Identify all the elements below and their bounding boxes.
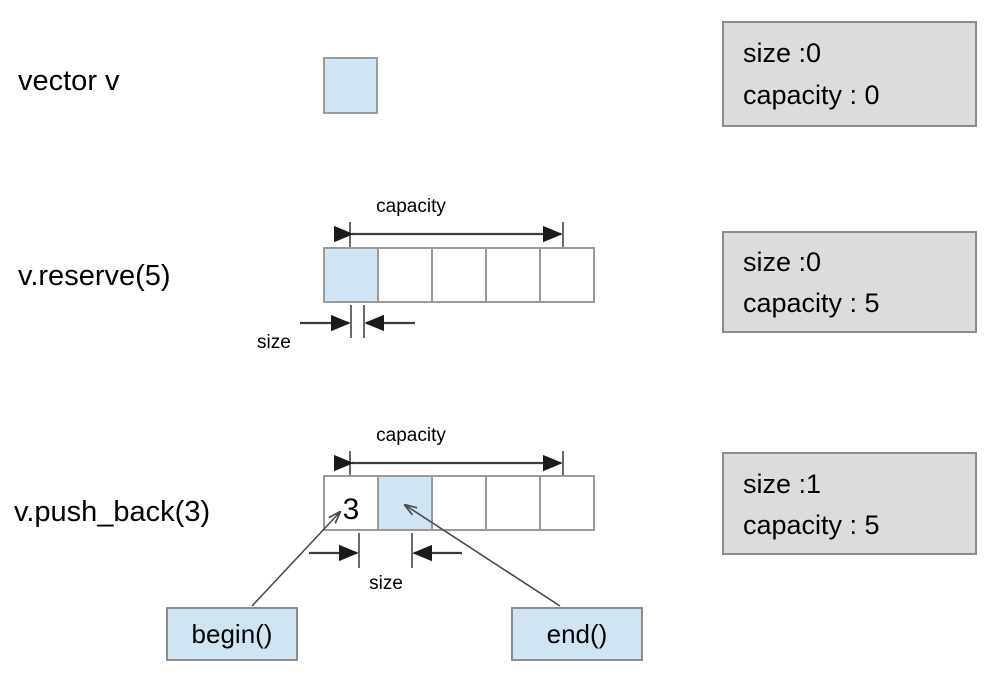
- iterator-leaders: [251, 505, 561, 607]
- info-size-line: size :0: [743, 38, 821, 68]
- size-dimension-row-3: size: [309, 533, 462, 594]
- begin-node[interactable]: begin(): [166, 607, 298, 661]
- begin-node-box[interactable]: [166, 607, 298, 661]
- cell-2: [431, 475, 487, 531]
- capacity-label: capacity: [376, 425, 446, 446]
- begin-leader-line: [251, 512, 340, 607]
- cell-0-value: 3: [343, 493, 360, 526]
- info-size-line: size :1: [743, 469, 821, 499]
- size-dimension-row-2: size: [257, 305, 415, 353]
- info-size-line: size :0: [743, 247, 821, 277]
- cell-1: [377, 475, 433, 531]
- cell-4: [539, 247, 595, 303]
- row-vector-v: vector v size :0 capacity : 0: [18, 21, 977, 127]
- info-box-row-2: size :0 capacity : 5: [722, 231, 977, 333]
- cell-0: [323, 57, 378, 114]
- row-label-vector-v: vector v: [18, 65, 120, 97]
- row-reserve: v.reserve(5) capacity: [18, 196, 977, 353]
- cell-2: [431, 247, 487, 303]
- info-box-background: [722, 231, 977, 333]
- cell-3: [485, 475, 541, 531]
- row-push-back: v.push_back(3) capacity 3: [14, 425, 977, 661]
- info-box-background: [722, 21, 977, 127]
- info-box-row-3: size :1 capacity : 5: [722, 452, 977, 555]
- info-capacity-line: capacity : 5: [743, 288, 880, 318]
- size-label: size: [369, 573, 403, 594]
- info-capacity-line: capacity : 0: [743, 80, 880, 110]
- end-node[interactable]: end(): [511, 607, 643, 661]
- cell-grid-row-3: 3: [323, 475, 595, 531]
- capacity-dimension-row-2: capacity: [333, 196, 564, 250]
- begin-node-label: begin(): [192, 619, 273, 649]
- cell-3: [485, 247, 541, 303]
- info-box-row-1: size :0 capacity : 0: [722, 21, 977, 127]
- cell-grid-row-1: [323, 57, 378, 114]
- capacity-label: capacity: [376, 196, 446, 217]
- end-node-label: end(): [547, 619, 608, 649]
- info-capacity-line: capacity : 5: [743, 510, 880, 540]
- cell-1: [377, 247, 433, 303]
- info-box-background: [722, 452, 977, 555]
- row-label-reserve: v.reserve(5): [18, 260, 171, 292]
- row-label-push-back: v.push_back(3): [14, 496, 210, 528]
- cell-0: [323, 247, 379, 303]
- size-label: size: [257, 332, 291, 353]
- end-node-box[interactable]: [511, 607, 643, 661]
- capacity-dimension-row-3: capacity: [333, 425, 564, 478]
- end-leader-line: [405, 505, 561, 607]
- cell-4: [539, 475, 595, 531]
- cell-grid-row-2: [323, 247, 595, 303]
